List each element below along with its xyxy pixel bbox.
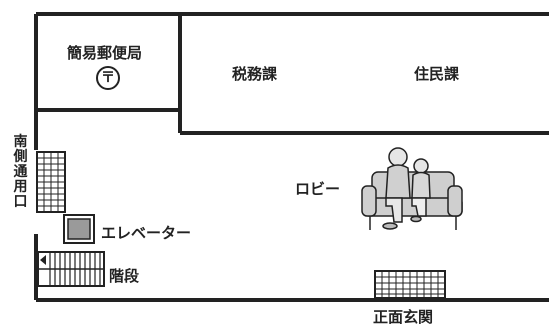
outer-walls xyxy=(34,12,549,302)
elevator-label: エレベーター xyxy=(101,224,192,242)
office-rooms xyxy=(178,110,549,135)
stairs-symbol xyxy=(37,251,105,287)
main-entrance-label: 正面玄関 xyxy=(373,308,434,326)
stairs-label: 階段 xyxy=(109,267,140,285)
tax-office-label: 税務課 xyxy=(232,65,278,83)
south-entrance-label: 南側通用口 xyxy=(13,134,28,210)
main-entrance-door xyxy=(374,270,446,299)
post-office-label: 簡易郵便局 xyxy=(67,44,143,62)
lobby-label: ロビー xyxy=(295,180,341,198)
lobby-sofa-illustration xyxy=(361,147,463,230)
post-office-symbol-icon: 〒 xyxy=(96,66,120,90)
post-office-room xyxy=(36,14,182,112)
resident-office-label: 住民課 xyxy=(414,65,460,83)
south-entrance-door xyxy=(36,151,66,213)
elevator-shaft xyxy=(63,214,95,244)
